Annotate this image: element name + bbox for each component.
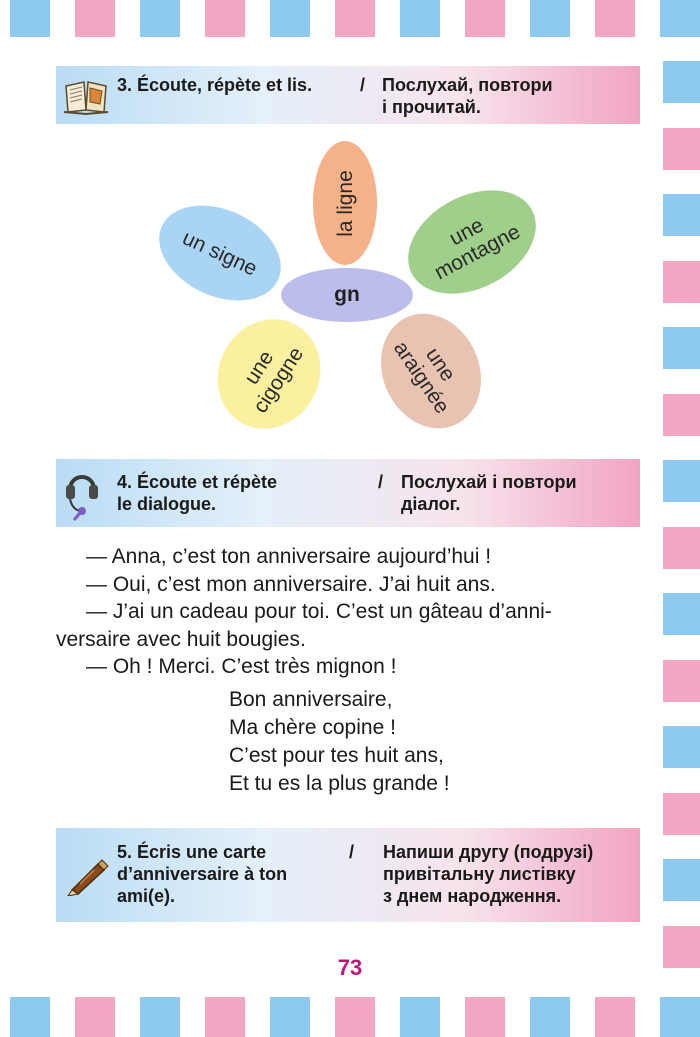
exercise-4-banner: 4. Écoute et répète le dialogue. / Послу… <box>56 459 640 527</box>
border-square <box>335 997 375 1037</box>
exercise-5-banner: 5. Écris une carte d’anniversaire à ton … <box>56 828 640 922</box>
exercise-4-slash: / <box>378 472 384 492</box>
poem: Bon anniversaire, Ma chère copine ! C’es… <box>229 686 450 798</box>
headset-microphone-icon <box>66 475 98 521</box>
dialogue-line: — Oh ! Merci. C’est très mignon ! <box>86 655 397 678</box>
exercise-5-slash: / <box>349 842 355 862</box>
border-square <box>530 997 570 1037</box>
border-square <box>663 127 700 170</box>
border-square <box>205 997 245 1037</box>
border-square <box>205 0 245 37</box>
exercise-3-title-fr: 3. Écoute, répète et lis. <box>117 75 313 95</box>
poem-line: C’est pour tes huit ans, <box>229 744 444 767</box>
border-square <box>663 327 700 369</box>
border-square <box>663 460 700 502</box>
border-square <box>660 997 700 1037</box>
open-book-icon <box>63 81 109 116</box>
petal-la-ligne: la ligne <box>313 141 377 265</box>
poem-line: Et tu es la plus grande ! <box>229 772 450 795</box>
border-square <box>663 526 700 569</box>
dialogue-line: — Anna, c’est ton anniversaire aujourd’h… <box>86 545 492 568</box>
border-square <box>10 0 50 37</box>
border-square <box>10 997 50 1037</box>
border-square <box>400 0 440 37</box>
border-square <box>663 659 700 702</box>
border-square <box>663 61 700 103</box>
border-square <box>140 0 180 37</box>
petal-un-signe: un signe <box>143 186 297 320</box>
dialogue-text: — Anna, c’est ton anniversaire aujourd’h… <box>56 543 640 681</box>
petal-une-cigogne: une cigogne <box>198 301 340 447</box>
exercise-5-title-fr: 5. Écris une carte d’anniversaire à ton … <box>117 842 288 906</box>
border-square <box>530 0 570 37</box>
border-square <box>663 925 700 968</box>
border-square <box>663 260 700 303</box>
border-square <box>595 0 635 37</box>
page-number: 73 <box>337 955 363 980</box>
border-square <box>270 0 310 37</box>
border-square <box>140 997 180 1037</box>
border-square <box>663 792 700 835</box>
exercise-5-title-ua: Напиши другу (подрузі) привітальну листі… <box>383 842 594 906</box>
border-square <box>335 0 375 37</box>
border-square <box>663 393 700 436</box>
flower-center: gn <box>281 268 413 322</box>
border-square <box>75 997 115 1037</box>
border-square <box>663 859 700 901</box>
exercise-4-title-ua: Послухай і повтори діалог. <box>401 472 577 514</box>
petal-une-araignee: une araignée <box>363 297 499 445</box>
dialogue-line: — J’ai un cadeau pour toi. C’est un gâte… <box>86 600 552 623</box>
exercise-3-slash: / <box>360 75 366 95</box>
border-square <box>400 997 440 1037</box>
poem-line: Bon anniversaire, <box>229 688 393 711</box>
border-square <box>465 0 505 37</box>
poem-line: Ma chère copine ! <box>229 716 396 739</box>
border-square <box>270 997 310 1037</box>
exercise-4-title-fr: 4. Écoute et répète le dialogue. <box>117 472 278 514</box>
border-square <box>75 0 115 37</box>
border-square <box>660 0 700 37</box>
petal-une-montagne: une montagne <box>390 169 554 315</box>
exercise-3-title-ua: Послухай, повтори і прочитай. <box>382 75 553 117</box>
border-square <box>663 194 700 236</box>
dialogue-line: — Oui, c’est mon anniversaire. J’ai huit… <box>86 572 496 596</box>
exercise-3-banner: 3. Écoute, répète et lis. / Послухай, по… <box>56 66 640 124</box>
border-square <box>465 997 505 1037</box>
border-square <box>595 997 635 1037</box>
dialogue-line: versaire avec huit bougies. <box>56 627 306 651</box>
border-square <box>663 726 700 768</box>
pen-icon <box>67 859 109 896</box>
border-square <box>663 593 700 635</box>
